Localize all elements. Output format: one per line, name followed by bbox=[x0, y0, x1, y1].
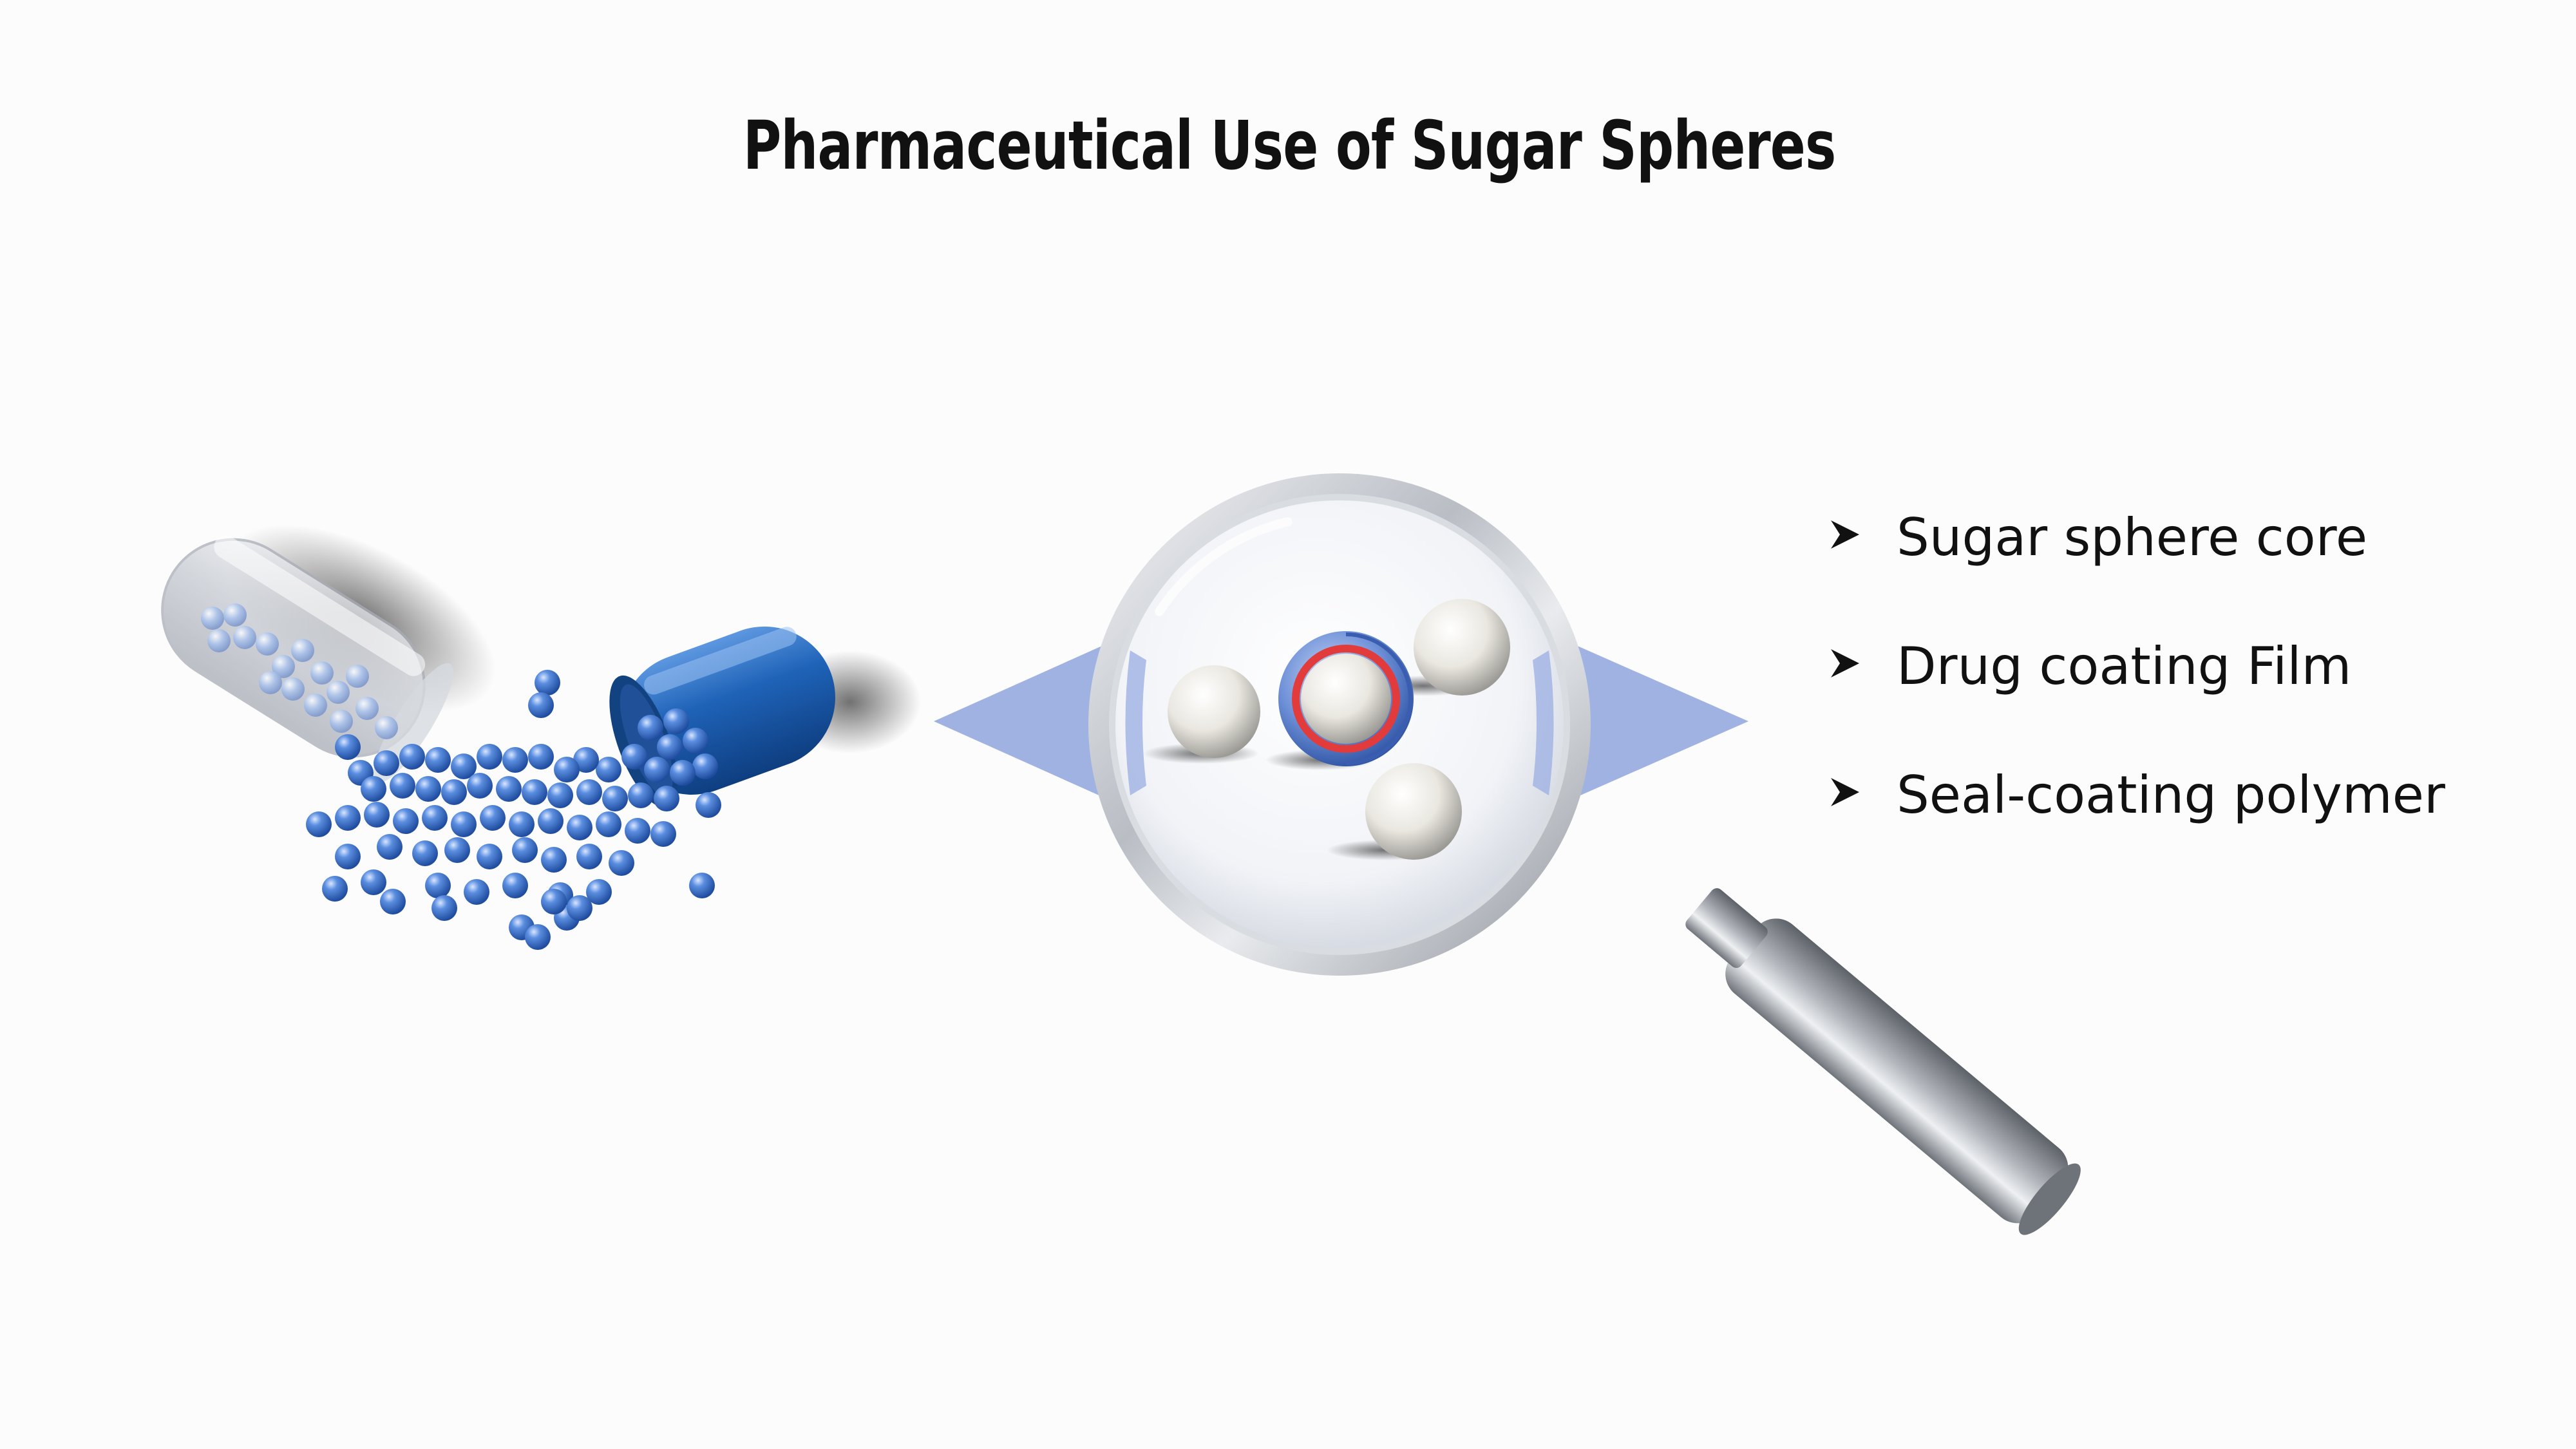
slide-title: Pharmaceutical Use of Sugar Spheres bbox=[743, 106, 1836, 185]
magnifier-icon bbox=[934, 473, 2081, 1235]
capsule-inner-pellets bbox=[201, 603, 398, 739]
arrowhead-bullet-icon bbox=[1826, 638, 1897, 689]
coated-sphere-icon bbox=[1278, 631, 1414, 766]
spilled-pellets bbox=[306, 670, 721, 950]
bullet-text-sugar-sphere-core: Sugar sphere core bbox=[1897, 507, 2368, 567]
list-item: Drug coating Film bbox=[1826, 638, 2566, 766]
bullet-text-drug-coating-film: Drug coating Film bbox=[1897, 636, 2352, 696]
capsule-pellets-icon bbox=[161, 524, 921, 950]
bullet-list: Sugar sphere core Drug coating Film Seal… bbox=[1826, 509, 2566, 895]
arrowhead-bullet-icon bbox=[1826, 509, 1897, 560]
list-item: Sugar sphere core bbox=[1826, 509, 2566, 638]
list-item: Seal-coating polymer bbox=[1826, 766, 2566, 895]
bullet-text-seal-coating-polymer: Seal-coating polymer bbox=[1897, 765, 2445, 825]
arrowhead-bullet-icon bbox=[1826, 766, 1897, 818]
